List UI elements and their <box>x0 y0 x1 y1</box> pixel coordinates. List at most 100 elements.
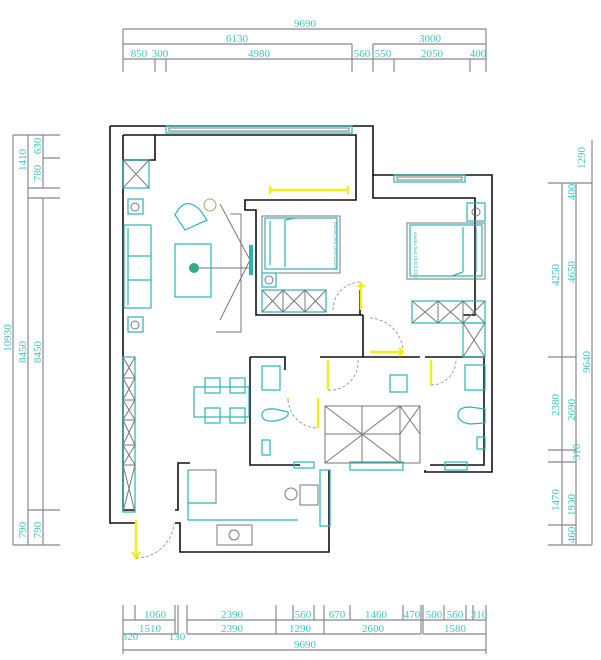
dim-label: 560 <box>447 609 464 621</box>
bed-label: double bed 1800X2000 <box>332 222 337 269</box>
dim-label: 1060 <box>144 609 167 621</box>
dim-label: 790 <box>32 521 44 538</box>
toilet <box>261 408 289 422</box>
window-bath2 <box>444 461 468 471</box>
dim-label: 1460 <box>365 609 388 621</box>
stove <box>216 524 253 546</box>
bottom-dimension-chain: 1060 2390 560 670 1460 470 500 560 310 1… <box>122 605 488 654</box>
cabinet <box>122 159 150 189</box>
shower-valve <box>261 439 271 456</box>
dim-top-6130: 6130 <box>226 33 249 45</box>
dim-label: 8450 <box>17 341 29 364</box>
lamp-table <box>127 316 144 333</box>
dim-label: 560 <box>354 48 371 60</box>
storage-cabinet <box>122 356 136 513</box>
chair <box>229 407 246 424</box>
bed-double <box>261 215 341 274</box>
lamp-table <box>127 198 144 215</box>
dim-top-3000: 3000 <box>419 33 442 45</box>
coffee-table <box>174 243 212 298</box>
dim-label: 2050 <box>421 48 444 60</box>
doors <box>131 186 457 561</box>
dim-label: 1470 <box>550 489 562 512</box>
lamp-icon <box>130 202 140 212</box>
sink-2 <box>464 364 486 391</box>
dim-label: 1410 <box>17 149 29 172</box>
door-wc <box>286 398 320 428</box>
dim-label: 310 <box>471 609 488 621</box>
lamp-icon <box>130 320 140 330</box>
dim-label: 4980 <box>248 48 271 60</box>
dim-label: 790 <box>17 521 29 538</box>
armchair <box>174 203 208 231</box>
dim-label: 850 <box>131 48 148 60</box>
door-bedroom-2 <box>370 347 405 357</box>
right-dimension-chain: 1290 400 4250 4650 9640 2380 2690 310 14… <box>548 140 593 546</box>
walls <box>109 125 493 553</box>
dim-label: 780 <box>32 164 44 181</box>
door-balcony <box>268 186 350 194</box>
kitchen-sink <box>299 484 319 506</box>
window-wc <box>293 461 315 469</box>
entrance-door <box>131 520 141 561</box>
window-bath <box>349 461 404 471</box>
sink <box>261 365 281 391</box>
cabinet <box>462 322 486 358</box>
dim-label: 2390 <box>221 609 244 621</box>
door-bedroom <box>357 282 365 310</box>
toilet-2 <box>457 406 486 425</box>
windows <box>165 125 468 527</box>
sofa <box>123 224 152 309</box>
dim-label: 400 <box>470 48 487 60</box>
chair <box>204 377 221 394</box>
lamp-table <box>466 202 486 222</box>
bed-label: double bed 1800X2000 <box>412 232 417 279</box>
dim-label: 470 <box>404 609 421 621</box>
window-pane <box>168 127 350 132</box>
window-bedroom <box>393 174 466 183</box>
plant-icon <box>189 263 199 273</box>
dining-table <box>193 386 250 418</box>
furniture: double bed 1800X2000 double bed 1800X200… <box>122 159 486 546</box>
window-living <box>165 125 353 134</box>
water-heater-icon <box>284 487 298 501</box>
plant-pot-icon <box>203 198 217 212</box>
dim-label: 310 <box>571 443 583 460</box>
wardrobe <box>411 300 486 324</box>
top-dimension-chain: 9690 6130 3000 850 300 4980 560 550 2050… <box>122 18 487 72</box>
dim-label: 1580 <box>444 623 467 635</box>
dim-label: 1510 <box>139 623 162 635</box>
window-pane <box>396 176 463 181</box>
dim-label: 500 <box>426 609 443 621</box>
wardrobe <box>261 289 327 313</box>
dim-label: 1930 <box>566 494 578 517</box>
dim-label: 2690 <box>566 399 578 422</box>
dim-label: 320 <box>122 631 139 643</box>
dim-label: 300 <box>152 48 169 60</box>
dim-label: 4250 <box>550 264 562 287</box>
fridge <box>187 469 217 504</box>
dim-label: 630 <box>32 137 44 154</box>
dim-label: 400 <box>566 183 578 200</box>
window-kitchen <box>319 469 331 527</box>
dim-label: 550 <box>375 48 392 60</box>
dim-label: 1290 <box>289 623 312 635</box>
dim-label: 4650 <box>566 261 578 284</box>
dim-top-total: 9690 <box>294 18 317 30</box>
dim-label: 2600 <box>362 623 385 635</box>
chair <box>229 377 246 394</box>
shower-valve <box>476 436 486 450</box>
bed-double-2 <box>406 222 486 280</box>
dim-label: 2380 <box>550 394 562 417</box>
lamp-table <box>261 272 277 288</box>
dim-bottom-total: 9690 <box>294 639 317 651</box>
dim-label: 2390 <box>221 623 244 635</box>
dim-label: 1290 <box>576 147 588 170</box>
tv <box>249 245 253 275</box>
dim-label: 670 <box>329 609 346 621</box>
dim-label: 9640 <box>581 351 593 374</box>
dim-label: 8450 <box>32 341 44 364</box>
dim-label: 10930 <box>2 324 14 352</box>
dim-label: 130 <box>169 631 186 643</box>
